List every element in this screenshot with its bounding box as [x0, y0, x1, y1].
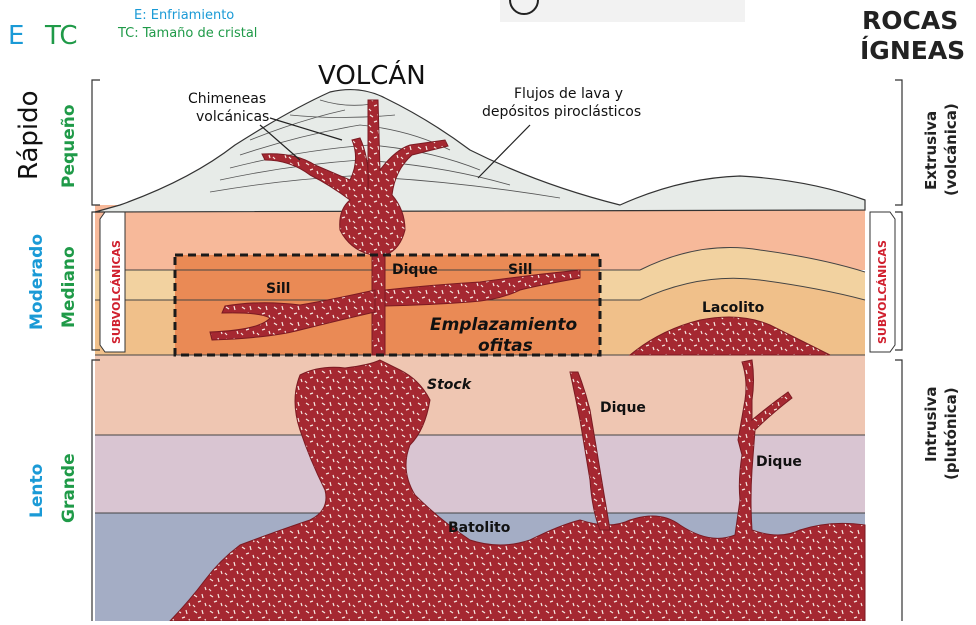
stock-label: Stock	[427, 377, 473, 393]
sill-left-label: Sill	[266, 281, 290, 297]
lacolito-label: Lacolito	[702, 300, 765, 316]
crystal-pequeno: Pequeño	[59, 104, 79, 188]
sill-right-label: Sill	[508, 262, 532, 278]
emplazamiento-line2: ofitas	[478, 336, 533, 356]
cooling-moderado: Moderado	[27, 234, 47, 330]
volcano-label: VOLCÁN	[318, 59, 426, 91]
cooling-rapido: Rápido	[14, 90, 44, 180]
extrusive-label-1: Extrusiva	[922, 111, 940, 190]
crystal-grande: Grande	[59, 453, 79, 523]
flujos-line2: depósitos piroclásticos	[482, 104, 641, 120]
dique-top-label: Dique	[392, 262, 438, 278]
legend-tc: TC	[44, 21, 78, 51]
legend-e: E	[8, 21, 24, 51]
batolito-label: Batolito	[448, 520, 511, 536]
volcano	[95, 90, 865, 212]
extrusive-label-2: (volcánica)	[942, 103, 960, 196]
title-line2: ÍGNEAS	[860, 36, 965, 65]
subvolc-left: SUBVOLCÁNICAS	[110, 240, 123, 344]
intrusive-label-2: (plutónica)	[942, 387, 960, 480]
right-brackets	[895, 80, 902, 621]
legend-tc-desc: TC: Tamaño de cristal	[117, 26, 257, 41]
top-logo-fragment	[500, 0, 745, 22]
flujos-line1: Flujos de lava y	[514, 86, 623, 102]
legend-e-desc: E: Enfriamiento	[134, 8, 234, 23]
intrusive-label-1: Intrusiva	[922, 387, 940, 462]
title-line1: ROCAS	[862, 6, 958, 35]
subvolc-right: SUBVOLCÁNICAS	[876, 240, 889, 344]
dique-right-label: Dique	[756, 454, 802, 470]
emplazamiento-line1: Emplazamiento	[430, 315, 577, 335]
chimeneas-line2: volcánicas	[196, 109, 269, 125]
crystal-mediano: Mediano	[59, 246, 79, 328]
cooling-lento: Lento	[27, 464, 47, 518]
dique-mid-label: Dique	[600, 400, 646, 416]
legend: E TC E: Enfriamiento TC: Tamaño de crist…	[8, 8, 257, 51]
title: ROCAS ÍGNEAS	[860, 6, 965, 65]
chimeneas-line1: Chimeneas	[188, 91, 266, 107]
